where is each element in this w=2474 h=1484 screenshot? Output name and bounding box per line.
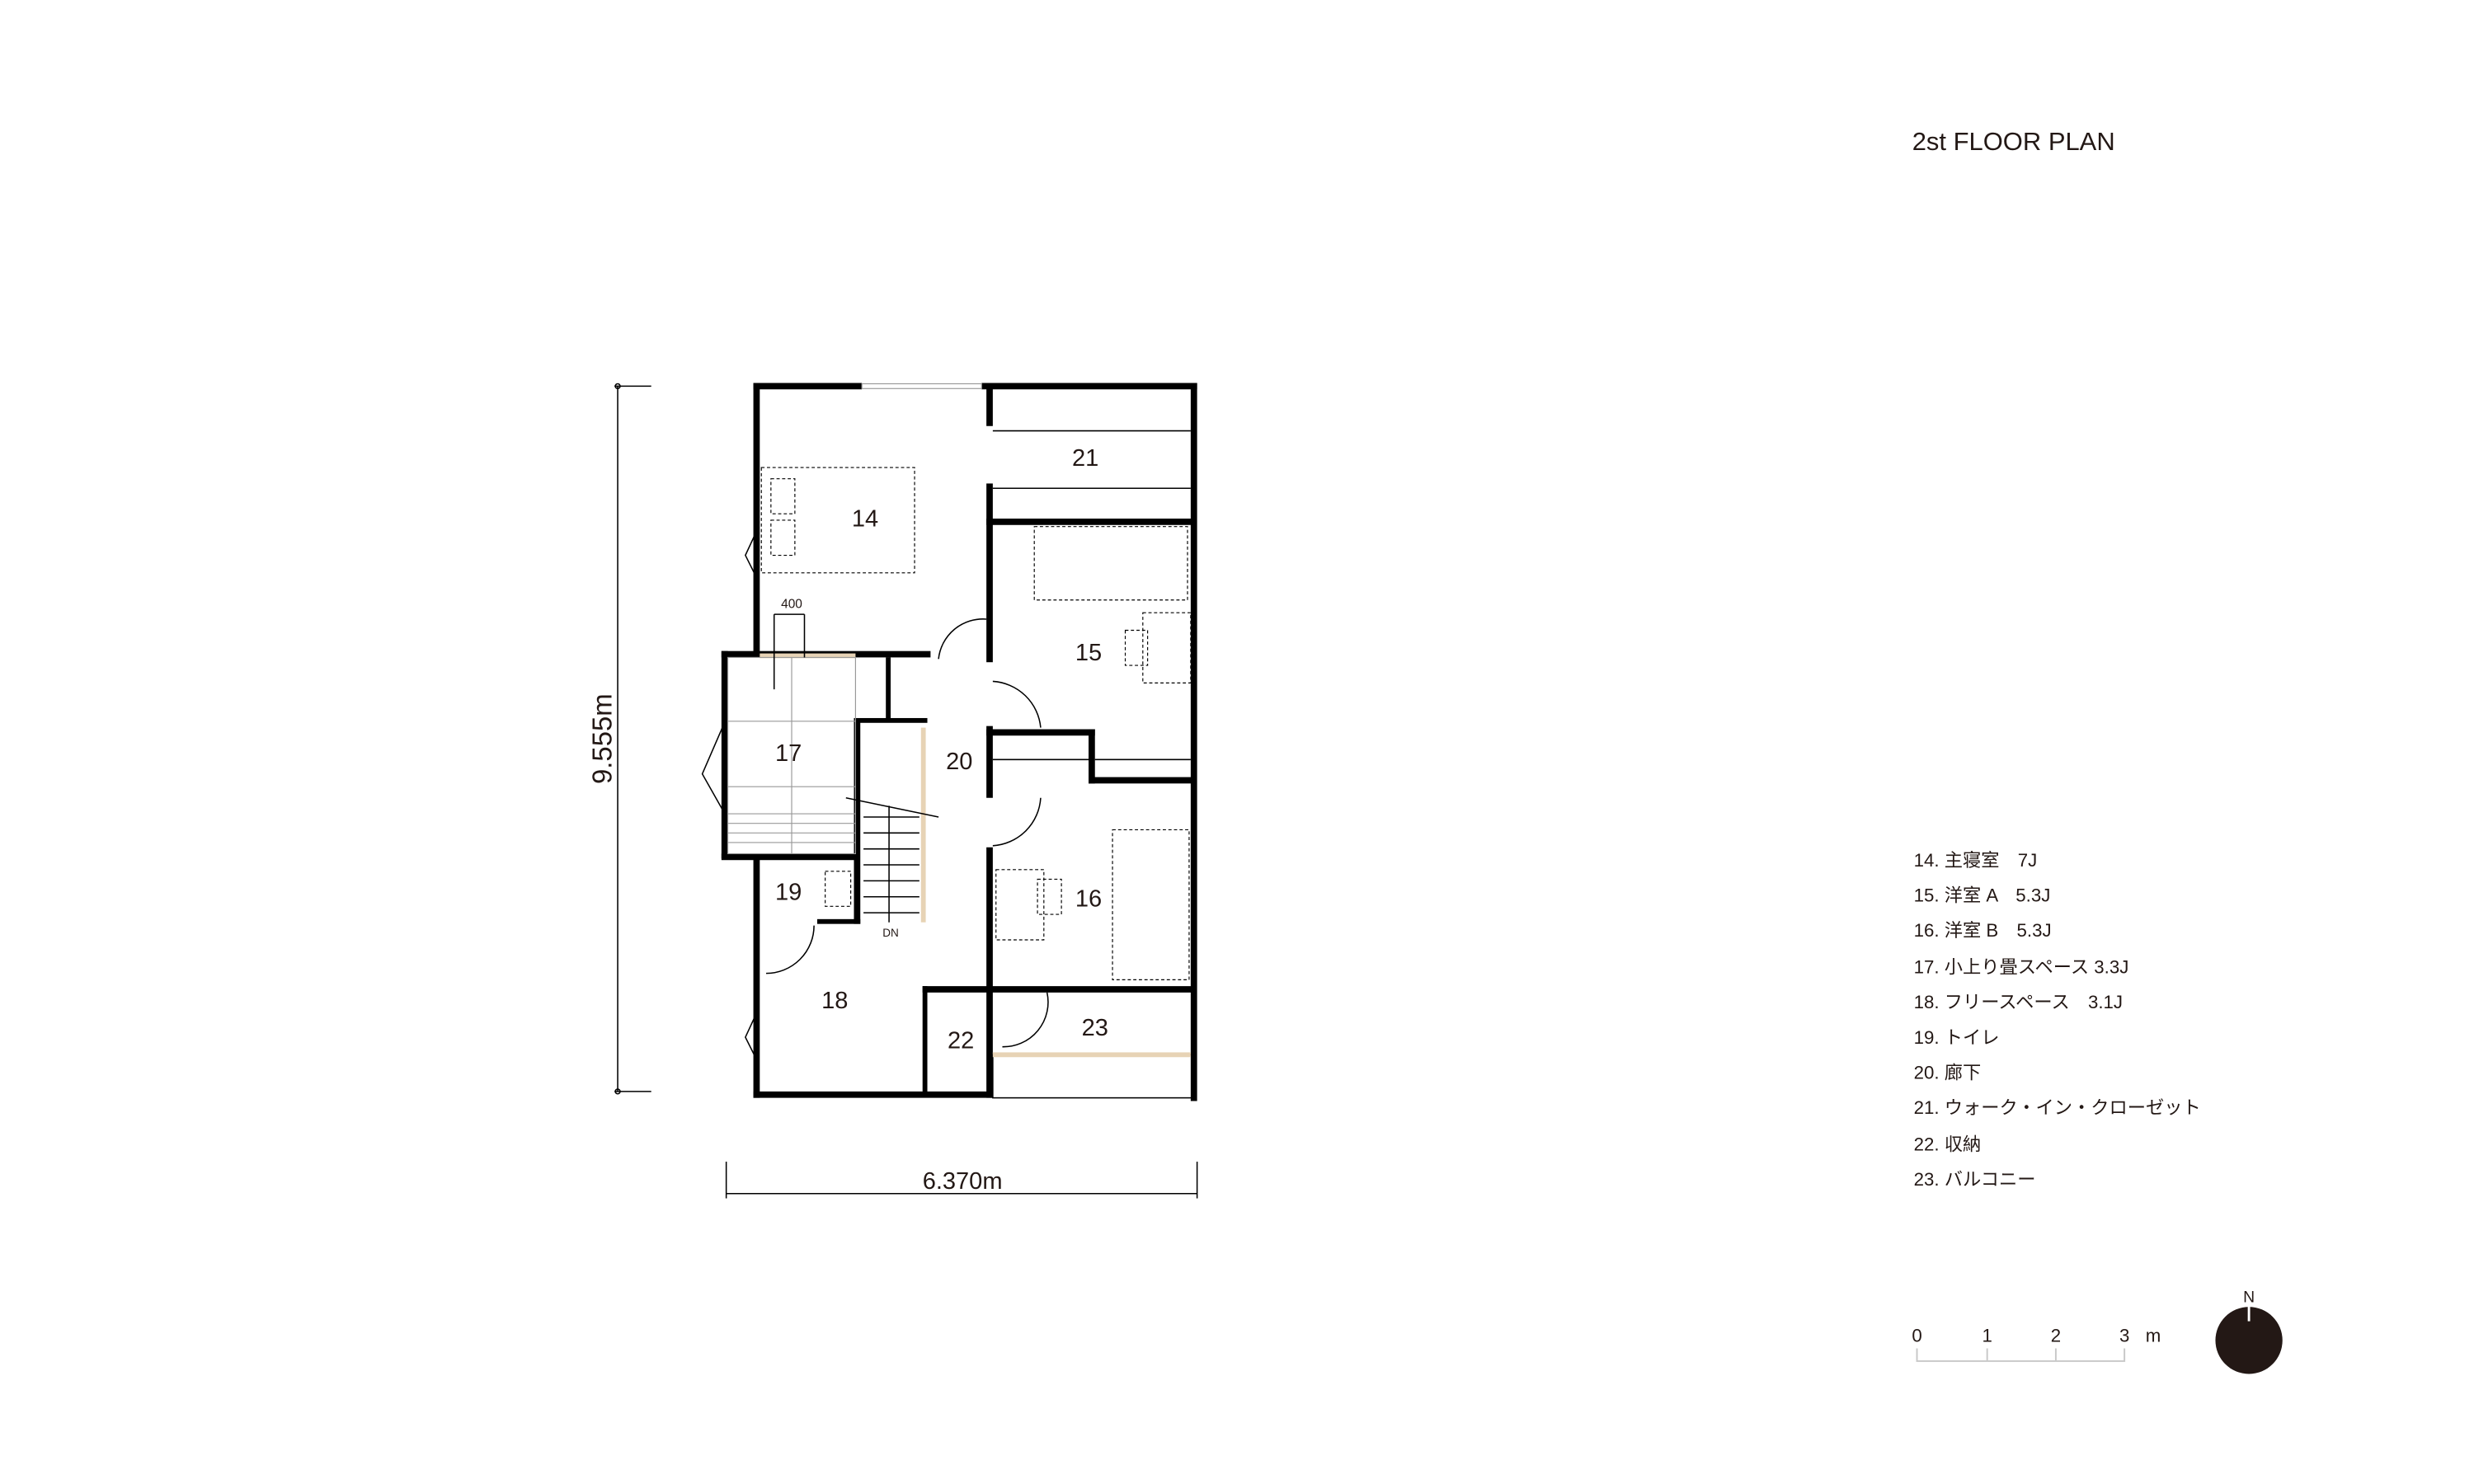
compass-icon — [2215, 1307, 2283, 1374]
width-dimension: 6.370m — [725, 1162, 1198, 1199]
scale-tick-3: 3 — [2119, 1326, 2129, 1346]
height-label: 9.555m — [586, 693, 617, 784]
staircase: DN — [845, 796, 939, 939]
legend-item: 21. ウォーク・イン・クローゼット — [1914, 1097, 2201, 1118]
compass-north-label: N — [2243, 1288, 2255, 1306]
legend-item: 19. トイレ — [1914, 1027, 2000, 1048]
detail-dimension: 400 — [781, 597, 802, 611]
legend-item: 20. 廊下 — [1914, 1062, 1982, 1082]
legend-item: 22. 収納 — [1914, 1134, 1982, 1154]
legend-item: 14. 主寝室 7J — [1914, 850, 2038, 871]
plan-title: 2st FLOOR PLAN — [1912, 127, 2115, 156]
scale-tick-1: 1 — [1982, 1326, 1992, 1346]
north-compass: N — [2215, 1288, 2283, 1374]
furniture — [760, 467, 1192, 980]
room-16-label: 16 — [1075, 885, 1102, 912]
legend-item: 17. 小上り畳スペース 3.3J — [1914, 957, 2129, 978]
room-labels: 14 15 16 17 18 19 20 21 22 23 — [775, 445, 1108, 1054]
walls — [721, 383, 1197, 1101]
height-dimension: 9.555m — [586, 383, 651, 1095]
room-22-label: 22 — [948, 1028, 974, 1054]
legend-item: 18. フリースペース 3.1J — [1914, 992, 2123, 1012]
room-20-label: 20 — [946, 749, 972, 775]
room-15-label: 15 — [1075, 640, 1102, 666]
legend-item: 15. 洋室 A 5.3J — [1914, 885, 2051, 906]
room-23-label: 23 — [1082, 1015, 1108, 1041]
width-label: 6.370m — [923, 1168, 1003, 1195]
legend-item: 23. バルコニー — [1914, 1169, 2036, 1190]
room-14-label: 14 — [852, 506, 878, 533]
tatami-grid: 400 — [701, 597, 856, 855]
scale-bar: 0 1 2 3 m — [1912, 1326, 2161, 1362]
room-18-label: 18 — [821, 988, 848, 1014]
room-legend: 14. 主寝室 7J 15. 洋室 A 5.3J 16. 洋室 B 5.3J 1… — [1914, 850, 2201, 1190]
room-19-label: 19 — [775, 880, 802, 906]
scale-tick-2: 2 — [2051, 1326, 2061, 1346]
stair-dn-label: DN — [882, 927, 899, 939]
legend-item: 16. 洋室 B 5.3J — [1914, 920, 2052, 941]
closet-and-doors — [745, 430, 1191, 1092]
room-17-label: 17 — [775, 740, 802, 767]
scale-unit: m — [2146, 1326, 2161, 1346]
room-21-label: 21 — [1072, 445, 1098, 472]
scale-tick-0: 0 — [1912, 1326, 1921, 1346]
